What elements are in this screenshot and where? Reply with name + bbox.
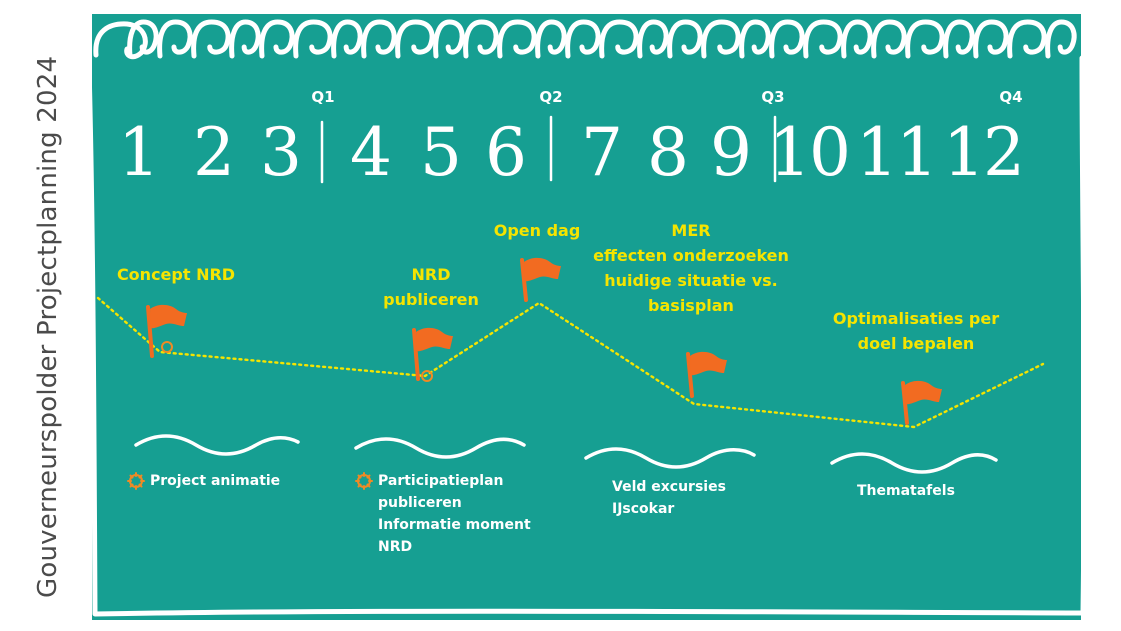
milestone-label-open-dag: Open dag [494,218,581,243]
wave-divider-4 [830,452,998,474]
wave-divider-3 [584,447,756,469]
activity-item: Thematafels [857,483,955,499]
activity-item: publiceren [378,495,462,511]
board-background [92,14,1081,620]
month-label: 7 [581,114,623,191]
milestone-text: Open dag [493,221,581,240]
spiral-loop [395,19,435,59]
activity-item: NRD [378,539,413,555]
month-label: 10 [769,114,851,191]
milestone-flag-5 [901,380,942,425]
month-label: 6 [485,114,527,191]
spiral-loop [637,19,669,59]
milestone-label-optimalisaties: Optimalisaties per doel bepalen [833,306,999,356]
milestone-flag-4 [686,351,727,398]
milestone-flag-2 [412,327,453,382]
flag-icon [412,328,420,381]
quarter-separators [320,115,777,184]
spiral-loop [841,19,873,59]
spiral-loop [803,19,843,59]
wave-dividers [134,434,998,474]
spiral-loop [535,19,567,59]
milestone-text: MER effecten onderzoeken huidige situati… [593,221,789,315]
timeline-path [96,296,1045,429]
spiral-loop [565,19,601,59]
spiral-loop [943,19,975,59]
milestone-text: Concept NRD [116,265,236,284]
month-label: 12 [943,114,1025,191]
wave-divider-1 [134,434,300,456]
spiral-loop [973,19,1009,59]
spiral-loop [599,19,639,59]
month-label: 1 [118,114,160,191]
gear-icon [161,341,173,353]
quarter-label: Q2 [539,88,563,106]
month-label: 8 [647,114,689,191]
milestone-text: NRD publiceren [383,265,479,309]
activity-item: Informatie moment [378,517,531,533]
spiral-loop [769,19,805,59]
spiral-loop [739,19,771,59]
spiral-loop [157,19,193,59]
spiral-loop [259,19,295,59]
gear-icon [127,472,145,490]
month-label: 2 [193,114,235,191]
wave-divider-2 [354,437,526,459]
milestone-label-mer: MER effecten onderzoeken huidige situati… [593,218,789,318]
month-label: 11 [856,114,938,191]
activity-item: Veld excursies [612,479,726,495]
activity-group-3: Veld excursies IJscokar [612,476,726,520]
spiral-loop [667,19,703,59]
spiral-binding [127,19,1077,59]
gear-icon [355,472,373,490]
gear-icon [421,370,433,382]
activity-item: Participatieplan [378,473,504,489]
milestone-flag-1 [146,304,187,358]
spiral-loop [433,19,465,59]
milestone-label-nrd-publiceren: NRD publiceren [383,262,479,312]
spiral-loop [463,19,499,59]
spiral-loop [361,19,397,59]
spiral-loop [905,19,945,59]
flag-icon [520,258,528,302]
month-label: 3 [260,114,302,191]
quarter-label: Q3 [761,88,785,106]
side-title: Gouverneurspolder Projectplanning 2024 [33,55,63,598]
spiral-loop [229,19,261,59]
activity-group-4: Thematafels [857,480,955,502]
spiral-loop [127,19,159,59]
activity-item: IJscokar [612,501,675,517]
flag-icon [901,381,909,425]
spiral-loop [701,19,741,59]
activity-group-1: Project animatie [126,470,280,492]
activity-item: Project animatie [150,473,281,489]
milestone-flag-3 [520,257,561,302]
spiral-loop [293,19,333,59]
month-label: 4 [350,114,392,191]
quarter-label: Q4 [999,88,1023,106]
spiral-loop [871,19,907,59]
quarter-label: Q1 [311,88,335,106]
spiral-loop [191,19,231,59]
spiral-loop [497,19,537,59]
spiral-loop [1045,19,1077,59]
spiral-loop [331,19,363,59]
milestone-text: Optimalisaties per doel bepalen [832,309,1000,353]
milestone-label-concept-nrd: Concept NRD [117,262,235,287]
flag-icon [686,352,694,398]
activity-group-2: Participatieplan publiceren Informatie m… [354,470,531,558]
board-border [86,55,1087,617]
spiral-loop [1007,19,1047,59]
month-label: 9 [710,114,752,191]
flag-icon [146,305,154,358]
month-label: 5 [420,114,462,191]
